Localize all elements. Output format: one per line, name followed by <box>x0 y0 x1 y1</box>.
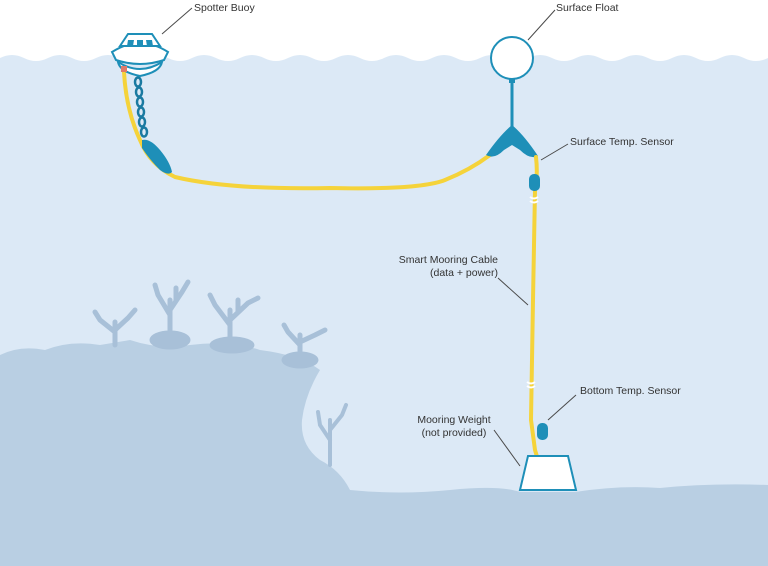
label-bottom-temp-sensor: Bottom Temp. Sensor <box>580 385 681 397</box>
label-smart-mooring-cable-line1: Smart Mooring Cable <box>398 254 498 266</box>
seabed <box>0 340 768 566</box>
y-junction <box>486 125 538 158</box>
bottom-temp-sensor <box>537 423 548 440</box>
label-mooring-weight-line1: Mooring Weight <box>417 414 491 426</box>
mooring-chain <box>133 76 149 138</box>
label-mooring-weight: Mooring Weight (not provided) <box>413 414 495 440</box>
leader-lines <box>161 7 577 467</box>
mooring-weight <box>518 455 578 491</box>
tether-cable <box>122 70 492 191</box>
label-surface-float: Surface Float <box>556 2 619 14</box>
coral-reef <box>92 279 348 467</box>
label-smart-mooring-cable-line2: (data + power) <box>430 267 498 279</box>
surface-float-base <box>509 78 515 83</box>
spotter-buoy <box>110 33 170 78</box>
cable-break-marks <box>526 196 539 389</box>
surface-temp-sensor <box>529 174 540 191</box>
label-smart-mooring-cable: Smart Mooring Cable (data + power) <box>399 254 498 280</box>
label-spotter-buoy: Spotter Buoy <box>194 2 255 14</box>
surface-float <box>490 36 534 80</box>
chain-connector <box>142 139 172 174</box>
label-surface-temp-sensor: Surface Temp. Sensor <box>570 136 674 148</box>
label-mooring-weight-line2: (not provided) <box>421 427 487 439</box>
